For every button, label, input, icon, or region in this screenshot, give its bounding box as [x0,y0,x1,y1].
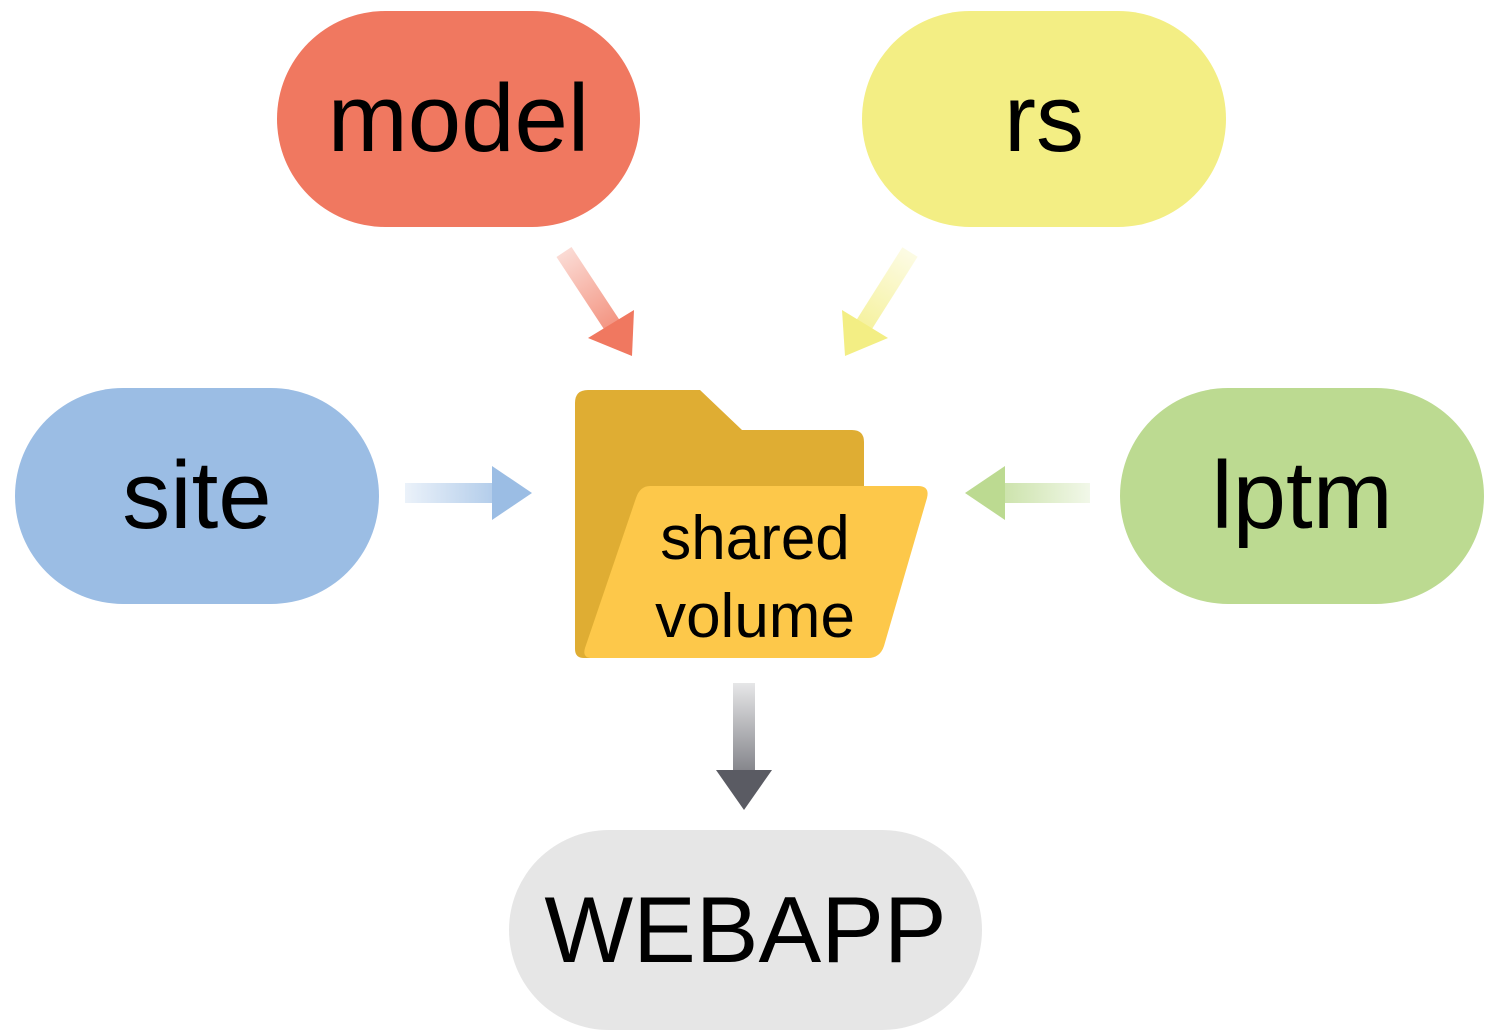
arrow-rs-to-folder [842,247,918,356]
node-rs: rs [862,11,1226,227]
node-rs-label: rs [1004,65,1084,172]
folder-icon [575,390,928,658]
folder-front [584,486,928,658]
arrow-lptm-to-folder [965,466,1090,520]
node-lptm: lptm [1120,388,1484,604]
arrow-folder-to-webapp [716,683,772,810]
node-lptm-label: lptm [1211,442,1393,549]
arrow-model-to-folder [556,247,634,356]
node-webapp: WEBAPP [509,830,982,1030]
node-webapp-label: WEBAPP [544,877,947,982]
folder-label-line1: shared [660,504,850,573]
node-model: model [277,11,640,227]
node-site-label: site [122,442,272,549]
folder-label-line2: volume [655,582,855,651]
node-site: site [15,388,379,604]
node-model-label: model [327,65,590,172]
folder-label: shared volume [640,500,870,656]
arrow-site-to-folder [405,466,532,520]
